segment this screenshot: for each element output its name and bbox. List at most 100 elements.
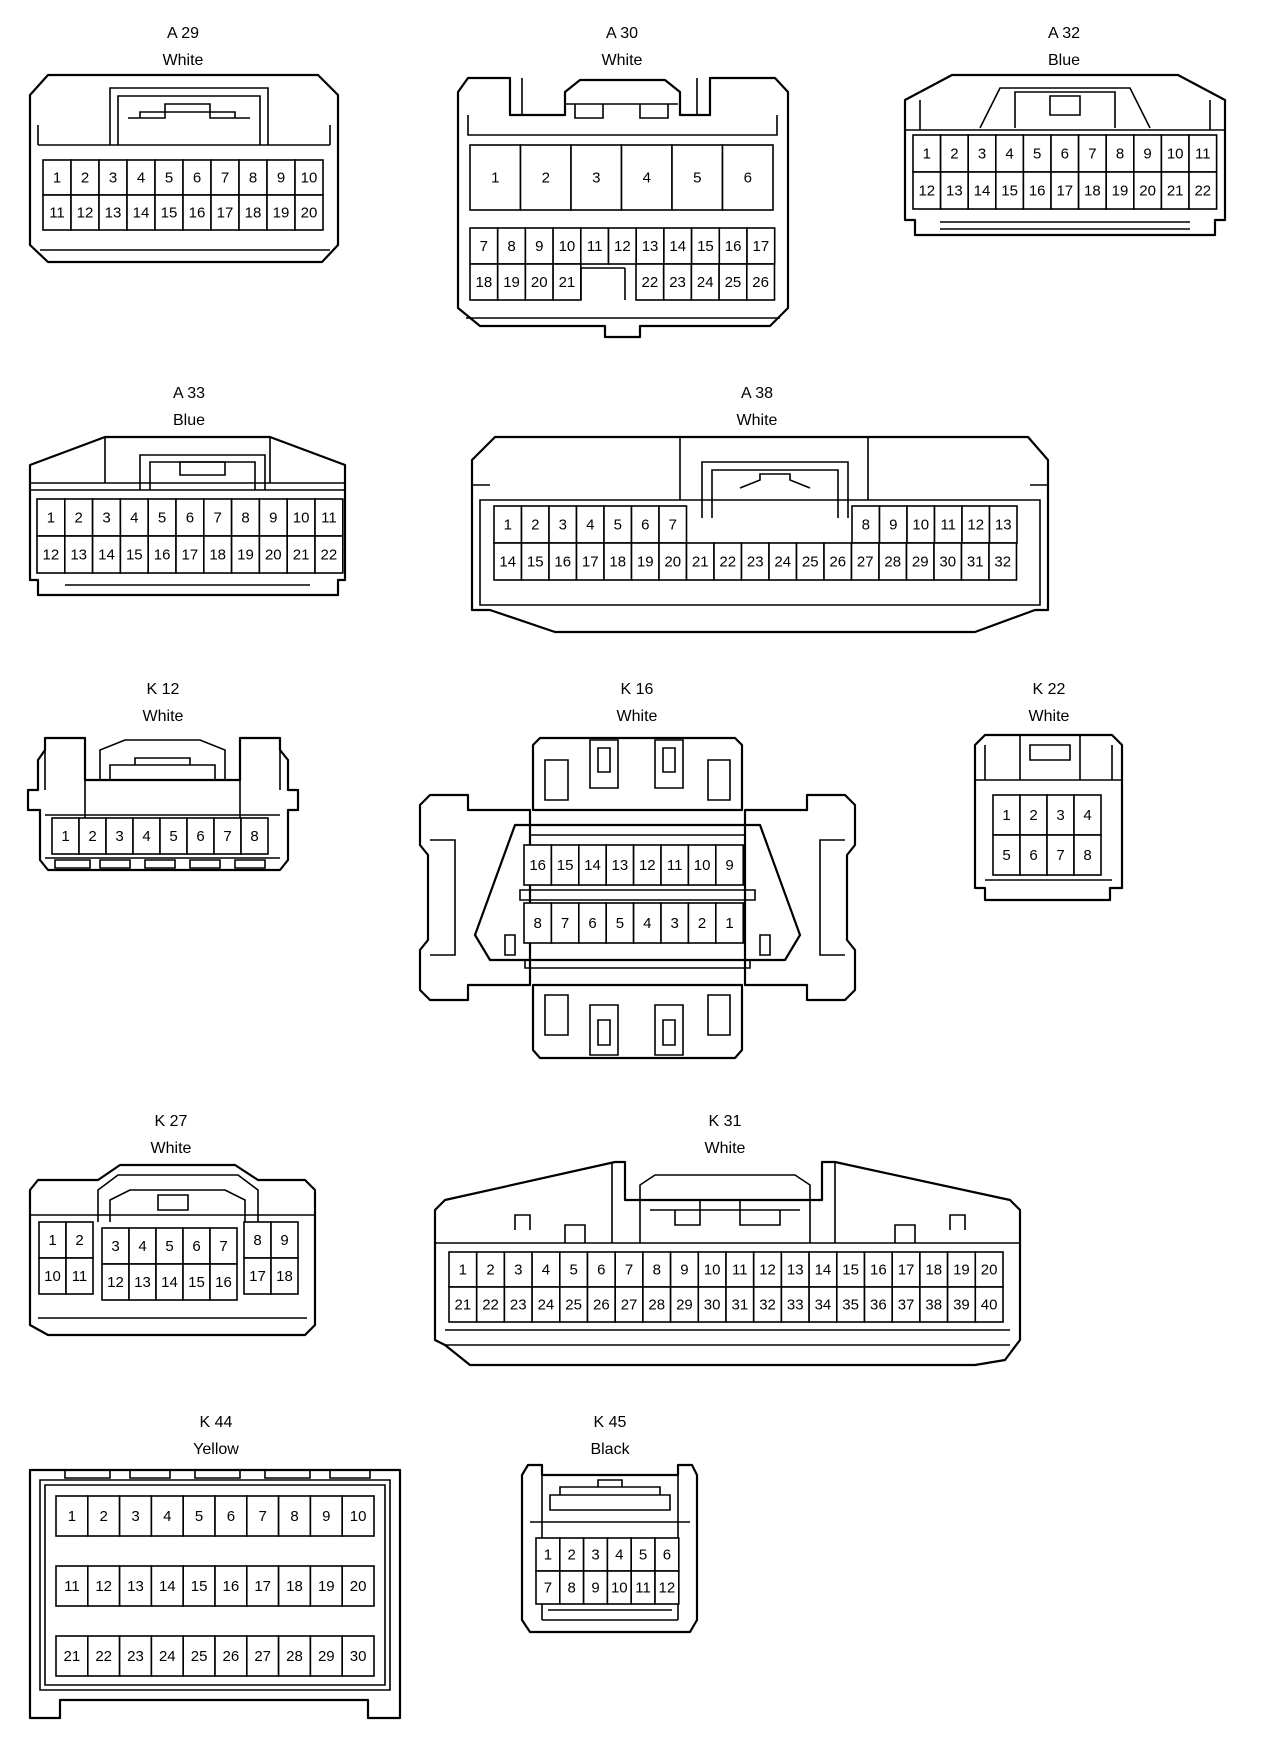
pin-cavity [713,542,743,581]
pin-cavity [266,194,296,231]
pin-cavity [939,171,969,210]
pin-number: 14 [133,205,150,222]
pin-number: 17 [1056,183,1073,200]
pin-number: 6 [193,170,201,187]
pin-number: 22 [482,1297,499,1314]
pin-number: 15 [842,1262,859,1279]
pin-number: 7 [1088,146,1096,163]
pin-number: 19 [318,1578,335,1595]
pin-number: 1 [491,170,499,187]
connector-a32-id: A 32 [1048,25,1080,42]
pin-number: 18 [476,274,493,291]
pin-cavity [878,505,908,544]
pin-number: 1 [48,1232,56,1249]
pin-number: 8 [1083,847,1091,864]
pin-number: 22 [95,1648,112,1665]
pin-number: 3 [109,170,117,187]
pin-number: 35 [842,1297,859,1314]
pin-number: 5 [569,1262,577,1279]
pin-cavity [863,1286,894,1323]
connector-k16-color: White [617,708,658,725]
connector-a33-id: A 33 [173,385,205,402]
pin-cavity [1046,834,1075,876]
pin-number: 25 [191,1648,208,1665]
connector-k27-id: K 27 [155,1113,188,1130]
pin-cavity [1073,834,1102,876]
pin-number: 22 [719,554,736,571]
pin-number: 29 [318,1648,335,1665]
pin-cavity [939,134,969,173]
pin-number: 9 [535,238,543,255]
pin-number: 12 [95,1578,112,1595]
pin-cavity [118,1635,153,1677]
pin-cavity [87,1495,121,1537]
pin-number: 11 [635,1580,651,1597]
pin-cavity [1105,134,1135,173]
pin-cavity [878,542,908,581]
pin-cavity [658,505,688,544]
pin-cavity [519,144,572,211]
pin-number: 27 [621,1297,638,1314]
pin-number: 18 [245,205,262,222]
pin-number: 13 [612,857,629,874]
pin-number: 6 [196,828,204,845]
pin-number: 10 [912,517,929,534]
pin-number: 8 [1116,146,1124,163]
pin-number: 9 [280,1232,288,1249]
pin-number: 36 [870,1297,887,1314]
pin-cavity [210,194,240,231]
pin-cavity [118,1565,153,1607]
pin-number: 7 [561,915,569,932]
pin-number: 11 [1195,146,1211,163]
connector-k45-color: Black [590,1441,630,1458]
pin-cavity [475,1286,506,1323]
pin-number: 15 [126,547,143,564]
pin-cavity [294,159,324,196]
pin-number: 28 [884,554,901,571]
pin-number: 17 [254,1578,271,1595]
pin-number: 24 [697,274,714,291]
pin-cavity [994,134,1025,173]
pin-cavity [55,1565,89,1607]
pin-number: 20 [981,1262,998,1279]
pin-cavity [286,535,316,574]
connector-a32-color: Blue [1048,52,1080,69]
pin-number: 7 [259,1508,267,1525]
pin-number: 8 [290,1508,298,1525]
pin-number: 18 [209,547,226,564]
connector-a29-color: White [163,52,204,69]
pin-cavity [524,227,554,265]
pin-number: 12 [77,205,94,222]
pin-number: 40 [981,1297,998,1314]
pin-cavity [469,144,522,211]
connector-k12-id: K 12 [147,681,180,698]
pin-cavity [314,498,344,537]
pin-number: 14 [98,547,115,564]
pin-cavity [687,844,717,886]
pin-number: 11 [587,238,603,255]
pin-number: 17 [249,1268,266,1285]
pin-number: 13 [70,547,87,564]
pin-number: 6 [597,1262,605,1279]
pin-cavity [967,171,997,210]
pin-cavity [863,1251,894,1288]
pin-number: 2 [75,1232,83,1249]
pin-number: 14 [584,857,601,874]
pin-number: 25 [802,554,819,571]
pin-cavity [835,1286,866,1323]
pin-cavity [550,844,580,886]
pin-number: 14 [159,1578,176,1595]
pin-number: 12 [918,183,935,200]
pin-number: 26 [829,554,846,571]
pin-cavity [36,498,66,537]
pin-number: 24 [538,1297,555,1314]
